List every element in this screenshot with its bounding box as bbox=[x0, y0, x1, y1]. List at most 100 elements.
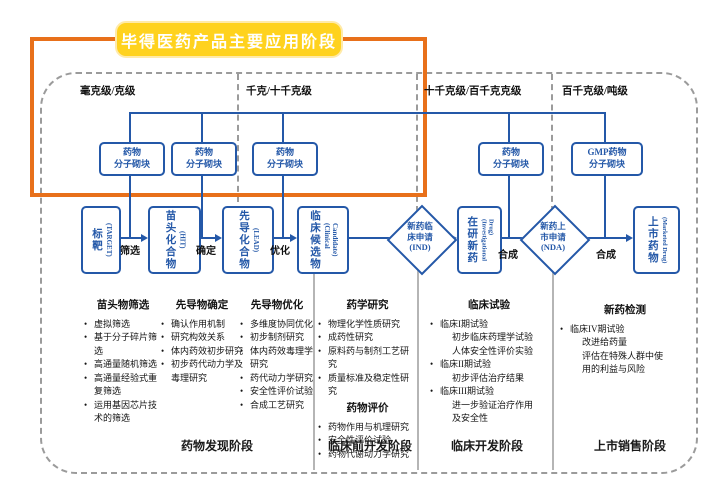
stage-divider-3 bbox=[552, 264, 554, 470]
list-item: 高通量经验式重复筛选 bbox=[84, 372, 162, 399]
label-optimize: 优化 bbox=[270, 246, 290, 257]
node-candidate: 临床候选物 (Clinical Candidate) bbox=[297, 206, 349, 274]
bus-drop-5 bbox=[604, 112, 606, 142]
conn-target-hit bbox=[117, 237, 143, 239]
drop-to-synth1 bbox=[508, 172, 510, 238]
scale-label-10kg: 十千克级/百千克克级 bbox=[424, 86, 522, 97]
arrow-into-candidate bbox=[290, 234, 297, 242]
list-item: 多维度协同优化 bbox=[240, 318, 314, 332]
list-item: 药代动力学研究 bbox=[240, 372, 314, 386]
scale-label-kg: 千克/十千克级 bbox=[246, 86, 312, 97]
column-lead-confirm-header: 先导物确定 bbox=[175, 300, 229, 311]
node-inv-drug-en: (Investigational Drug) bbox=[480, 219, 495, 261]
drop-to-synth2 bbox=[604, 172, 606, 238]
bus-drop-1 bbox=[129, 112, 131, 142]
label-synthesis-2: 合成 bbox=[596, 250, 616, 261]
arrow-into-marketed bbox=[626, 234, 633, 242]
list-item: 体内药效毒理学研究 bbox=[240, 345, 314, 372]
block-box-2: 药物 分子砌块 bbox=[171, 142, 237, 176]
list-item: 安全性评价试验 bbox=[240, 385, 314, 399]
stage-label-clinical: 临床开发阶段 bbox=[450, 439, 523, 453]
node-target-zh: 标靶 bbox=[90, 228, 102, 252]
column-lead-opt-list: 多维度协同优化 初步制剂研究 体内药效毒理学研究 药代动力学研究 安全性评价试验… bbox=[240, 318, 314, 413]
node-target: 标靶 (TARGET) bbox=[81, 206, 121, 274]
scale-label-mg: 毫克级/克级 bbox=[80, 86, 136, 97]
block-box-4-label: 药物 分子砌块 bbox=[492, 147, 529, 169]
list-item: 合成工艺研究 bbox=[240, 399, 314, 413]
node-lead: 先导化合物 (LEAD) bbox=[222, 206, 274, 274]
block-box-1-label: 药物 分子砌块 bbox=[113, 147, 150, 169]
scale-label-ton: 百千克级/吨级 bbox=[562, 86, 628, 97]
column-pharma: 药学研究 物理化学性质研究 成药性研究 原料药与制剂工艺研究 质量标准及稳定性研… bbox=[318, 298, 417, 461]
zone-divider-3 bbox=[551, 74, 553, 212]
column-pharma-header: 药学研究 bbox=[346, 300, 389, 311]
column-lead-confirm-list: 确认作用机制 研究构效关系 体内药效初步研究 初步药代动力学及毒理研究 bbox=[161, 318, 243, 386]
column-lead-confirm: 先导物确定 确认作用机制 研究构效关系 体内药效初步研究 初步药代动力学及毒理研… bbox=[161, 298, 243, 385]
arrow-into-hit bbox=[141, 234, 148, 242]
list-item: 体内药效初步研究 bbox=[161, 345, 243, 359]
block-box-4: 药物 分子砌块 bbox=[478, 142, 544, 176]
node-candidate-zh: 临床候选物 bbox=[308, 210, 320, 270]
column-lead-opt: 先导物优化 多维度协同优化 初步制剂研究 体内药效毒理学研究 药代动力学研究 安… bbox=[240, 298, 314, 412]
label-screen: 筛选 bbox=[120, 246, 140, 257]
node-hit: 苗头化合物 (HIT) bbox=[148, 206, 201, 274]
block-box-3-label: 药物 分子砌块 bbox=[266, 147, 303, 169]
list-item: 成药性研究 bbox=[318, 331, 417, 345]
drop-to-confirm bbox=[201, 172, 203, 238]
column-hit-screening-list: 虚拟筛选 基于分子碎片筛选 高通量随机筛选 高通量经验式重复筛选 运用基因芯片技… bbox=[84, 318, 162, 426]
column-new-drug-testing-header: 新药检测 bbox=[604, 305, 646, 316]
drop-to-screen bbox=[129, 172, 131, 238]
zone-divider-2 bbox=[416, 74, 418, 212]
conn-candidate-ind bbox=[345, 237, 395, 239]
column-lead-opt-header: 先导物优化 bbox=[250, 300, 304, 311]
label-synthesis-1: 合成 bbox=[498, 250, 518, 261]
list-subitem: 人体安全性评价实验 bbox=[452, 345, 534, 356]
bus-drop-2 bbox=[201, 112, 203, 142]
list-item: 确认作用机制 bbox=[161, 318, 243, 332]
block-box-3: 药物 分子砌块 bbox=[252, 142, 318, 176]
block-box-2-label: 药物 分子砌块 bbox=[185, 147, 222, 169]
list-item: 质量标准及稳定性研究 bbox=[318, 372, 417, 399]
label-confirm: 确定 bbox=[196, 246, 216, 257]
list-item: 虚拟筛选 bbox=[84, 318, 162, 332]
node-hit-en: (HIT) bbox=[178, 231, 187, 249]
column-clinical-list: 临床I期试验 初步临床药理学试验 人体安全性评价实验 临床II期试验 初步评估治… bbox=[430, 318, 548, 426]
bus-drop-3 bbox=[282, 112, 284, 142]
list-subitem: 初步临床药理学试验 bbox=[452, 332, 534, 343]
list-item: 临床III期试验 bbox=[430, 385, 548, 399]
bus-drop-4 bbox=[508, 112, 510, 142]
list-subitem: 评估在特殊人群中使 bbox=[582, 350, 664, 361]
list-item: 药物作用与机理研究 bbox=[318, 421, 417, 435]
list-subitem: 改进给药量 bbox=[582, 337, 628, 348]
list-item: 高通量随机筛选 bbox=[84, 358, 162, 372]
stage-label-discovery: 药物发现阶段 bbox=[180, 439, 253, 453]
zone-divider-1 bbox=[237, 74, 239, 202]
node-hit-zh: 苗头化合物 bbox=[164, 210, 176, 270]
column-clinical-header: 临床试验 bbox=[468, 300, 510, 311]
list-item: 初步制剂研究 bbox=[240, 331, 314, 345]
node-lead-zh: 先导化合物 bbox=[237, 210, 249, 270]
node-candidate-en: (Clinical Candidate) bbox=[323, 223, 340, 257]
stage-divider-2 bbox=[417, 264, 419, 470]
list-item: 物理化学性质研究 bbox=[318, 318, 417, 332]
diagram-title-box: 毕得医药产品主要应用阶段 bbox=[115, 21, 343, 58]
conn-lead-candidate bbox=[270, 237, 291, 239]
block-box-gmp: GMP药物 分子砌块 bbox=[571, 142, 643, 176]
list-subitem: 及安全性 bbox=[452, 413, 489, 424]
stage-label-preclinical: 临床前开发阶段 bbox=[327, 439, 412, 453]
list-item: 药物代谢动力学研究 bbox=[318, 448, 417, 462]
diagram-title: 毕得医药产品主要应用阶段 bbox=[120, 33, 337, 51]
conn-inv-nda bbox=[498, 237, 528, 239]
drop-to-optimize bbox=[282, 172, 284, 238]
outer-dashed-border bbox=[40, 72, 698, 474]
list-item: 运用基因芯片技术的筛选 bbox=[84, 399, 162, 426]
node-marketed-en: (Marketed Drug) bbox=[661, 216, 669, 264]
column-new-drug-testing: 新药检测 临床IV期试验 改进给药量 评估在特殊人群中使 用的利益与风险 bbox=[560, 303, 690, 377]
node-lead-en: (LEAD) bbox=[252, 227, 261, 253]
block-box-1: 药物 分子砌块 bbox=[99, 142, 165, 176]
list-item: 安全性评价试验 bbox=[318, 434, 417, 448]
list-item: 初步药代动力学及毒理研究 bbox=[161, 358, 243, 385]
stage-label-marketing: 上市销售阶段 bbox=[593, 439, 666, 453]
conn-hit-lead bbox=[197, 237, 216, 239]
